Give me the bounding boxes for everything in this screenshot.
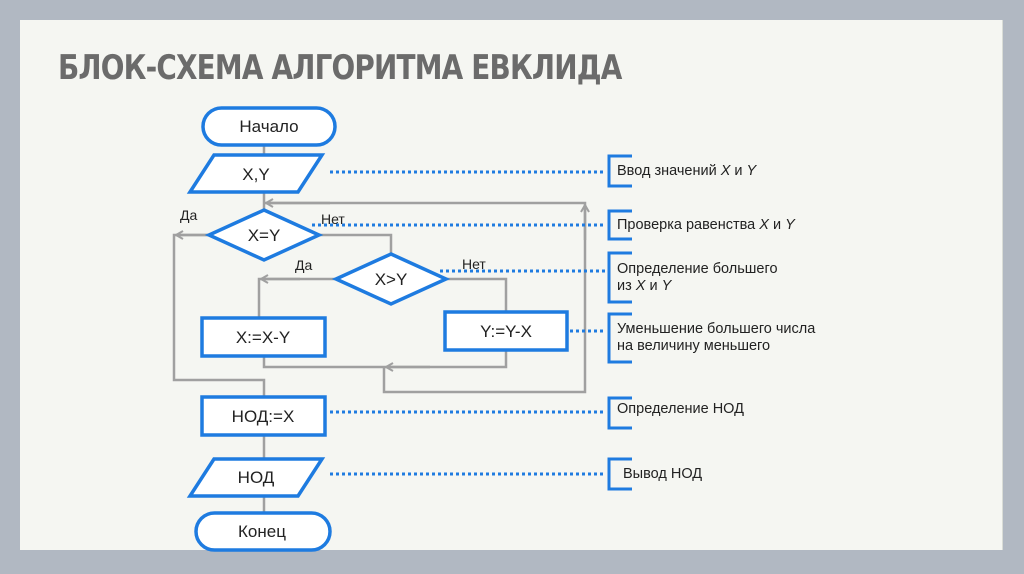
bracket-output bbox=[607, 457, 632, 491]
greater-label: X>Y bbox=[375, 270, 408, 289]
note-output: Вывод НОД bbox=[623, 466, 703, 482]
bracket-input bbox=[607, 154, 632, 188]
assign-y-block bbox=[443, 310, 569, 352]
start-terminator bbox=[201, 106, 337, 147]
connector-equal-no bbox=[319, 233, 393, 254]
bracket-equal bbox=[607, 209, 632, 241]
condition-greater-diamond bbox=[331, 252, 451, 306]
note-gcd: Определение НОД bbox=[617, 401, 744, 417]
connector-greater-yes bbox=[257, 277, 336, 318]
bracket-greater bbox=[607, 251, 632, 304]
connector-greater-no bbox=[446, 277, 508, 312]
assign-y-label: Y:=Y-X bbox=[480, 322, 532, 341]
note-reduce: Уменьшение большего числа на величину ме… bbox=[617, 321, 816, 354]
assign-x-label: X:=X-Y bbox=[236, 328, 290, 347]
assign-x-block bbox=[200, 316, 327, 358]
note-greater: Определение большего из X и Y bbox=[617, 261, 778, 294]
connector-equal-yes bbox=[172, 233, 266, 397]
connector-loop bbox=[264, 201, 587, 394]
output-label: НОД bbox=[238, 468, 275, 487]
end-terminator bbox=[194, 511, 332, 552]
slide bbox=[20, 20, 1003, 550]
greater-yes-label: Да bbox=[295, 257, 312, 273]
note-input: Ввод значений X и Y bbox=[617, 163, 757, 179]
bracket-reduce bbox=[607, 312, 632, 364]
assign-gcd-block bbox=[200, 395, 327, 437]
equal-no-label: Нет bbox=[321, 211, 345, 227]
output-parallelogram bbox=[186, 457, 326, 498]
start-label: Начало bbox=[239, 117, 298, 136]
equal-label: X=Y bbox=[248, 226, 281, 245]
greater-no-label: Нет bbox=[462, 256, 486, 272]
note-equal: Проверка равенства X и Y bbox=[617, 217, 795, 233]
end-label: Конец bbox=[238, 522, 286, 541]
page-title: БЛОК-СХЕМА АЛГОРИТМА ЕВКЛИДА bbox=[58, 48, 622, 88]
input-label: X,Y bbox=[242, 165, 269, 184]
equal-yes-label: Да bbox=[180, 207, 197, 223]
assign-gcd-label: НОД:=X bbox=[232, 407, 295, 426]
bracket-gcd bbox=[607, 396, 632, 430]
condition-equal-diamond bbox=[204, 208, 324, 262]
input-parallelogram bbox=[186, 153, 326, 194]
